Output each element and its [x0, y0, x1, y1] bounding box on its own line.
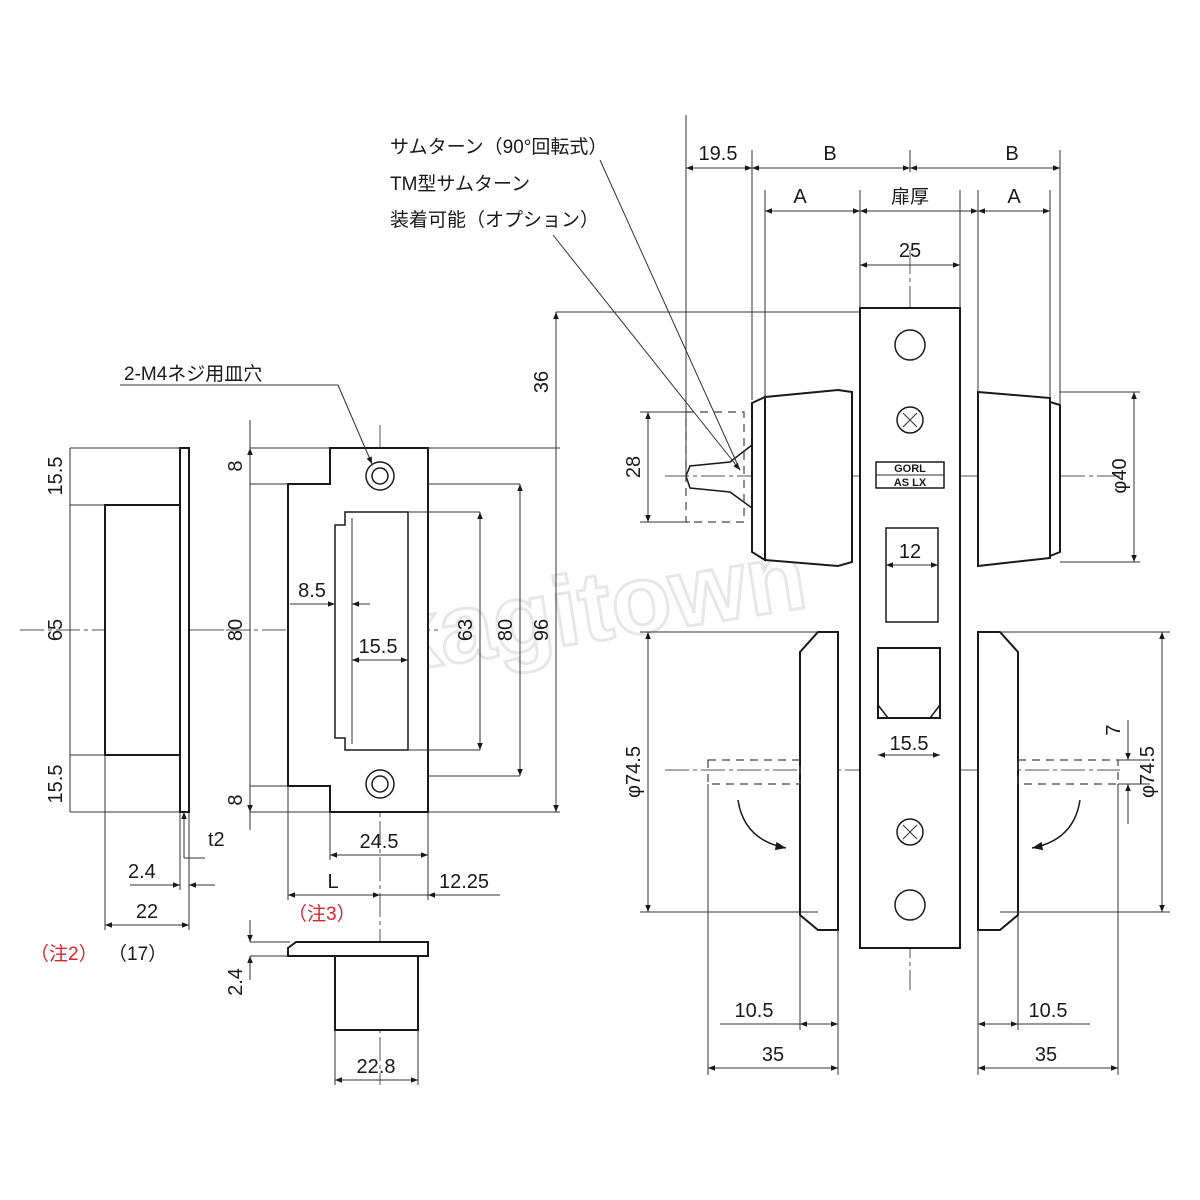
note-2-label: （注2）	[30, 943, 98, 965]
thumbturn-note: サムターン（90°回転式）	[390, 136, 607, 158]
dim-22: 22	[136, 901, 158, 923]
dim-B-right: B	[1005, 143, 1018, 165]
dim-96: 96	[531, 619, 553, 641]
dim-12-25: 12.25	[439, 871, 489, 893]
dim-65: 65	[45, 619, 67, 641]
dim-8-bottom: 8	[225, 794, 247, 805]
dim-L: L	[327, 871, 338, 893]
dim-19-5: 19.5	[699, 143, 738, 165]
dim-15-5-face: 15.5	[890, 733, 929, 755]
dim-10-5-left: 10.5	[735, 1000, 774, 1022]
screw-hole-note: 2-M4ネジ用皿穴	[124, 363, 262, 385]
dim-7: 7	[1103, 724, 1125, 735]
dim-phi74-5-left: φ74.5	[623, 746, 645, 798]
strike-side-view	[20, 447, 230, 930]
dim-phi74-5-right: φ74.5	[1137, 746, 1159, 798]
dim-A-right: A	[1007, 186, 1021, 208]
dim-22-8: 22.8	[357, 1056, 396, 1078]
strike-front-view	[120, 311, 860, 1085]
dim-B-left: B	[823, 143, 836, 165]
dim-15-5-strike: 15.5	[359, 636, 398, 658]
strike-box-view	[247, 920, 429, 1085]
tm-thumbturn-note-line1: TM型サムターン	[390, 173, 530, 195]
note-3-label: （注3）	[288, 903, 356, 925]
dim-36: 36	[531, 371, 553, 393]
dim-80-left: 80	[225, 619, 247, 641]
lock-assembly-view	[552, 115, 1170, 1075]
dim-28: 28	[623, 456, 645, 478]
note-2-value: （17）	[108, 943, 167, 965]
dim-10-5-right: 10.5	[1029, 1000, 1068, 1022]
dim-63: 63	[455, 619, 477, 641]
dim-80-right: 80	[495, 619, 517, 641]
dim-2-4-side: 2.4	[128, 861, 156, 883]
tm-thumbturn-note-line2: 装着可能（オプション）	[390, 209, 599, 231]
brand-logo-bottom: AS LX	[894, 477, 927, 489]
watermark-text: kagitown	[376, 519, 813, 694]
dim-2-4-box: 2.4	[225, 968, 247, 996]
dim-8-5: 8.5	[298, 580, 326, 602]
dim-t2: t2	[208, 829, 225, 851]
dim-8-top: 8	[225, 460, 247, 471]
dim-15-5-bottom: 15.5	[45, 765, 67, 804]
brand-logo-top: GORL	[894, 463, 926, 475]
dim-35-left: 35	[762, 1044, 784, 1066]
door-thickness-label: 扉厚	[891, 186, 929, 208]
plate-screws	[894, 329, 926, 921]
dim-24-5: 24.5	[360, 831, 399, 853]
dim-35-right: 35	[1035, 1044, 1057, 1066]
dim-phi40: φ40	[1109, 458, 1131, 493]
dim-15-5-top: 15.5	[45, 457, 67, 496]
dim-A-left: A	[793, 186, 807, 208]
dim-12: 12	[899, 541, 921, 563]
dim-25: 25	[899, 240, 921, 262]
